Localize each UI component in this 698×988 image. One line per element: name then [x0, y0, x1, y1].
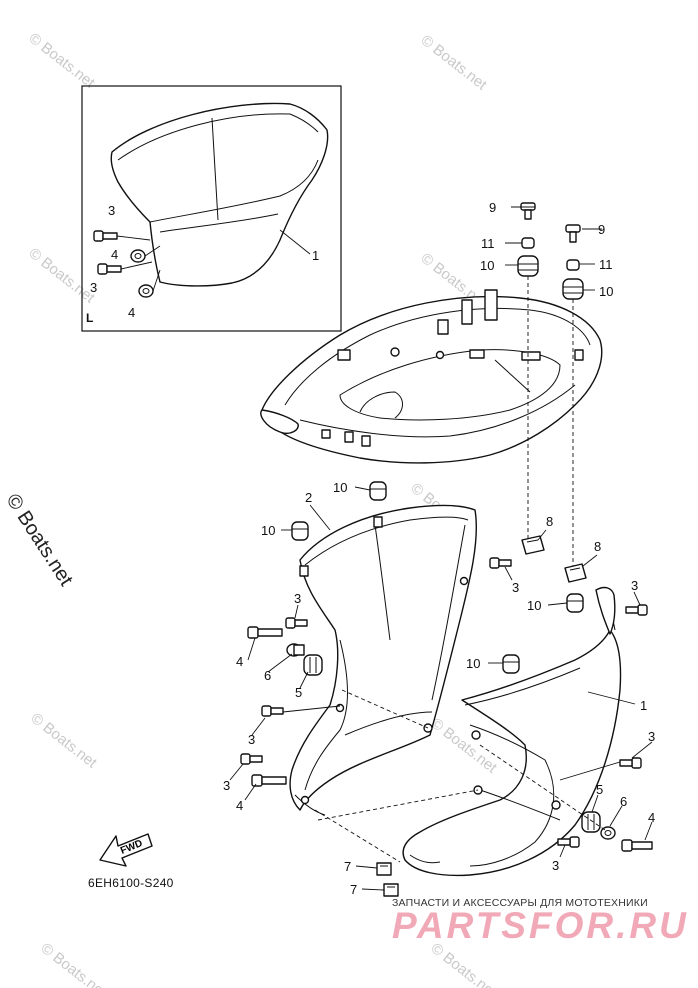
callout-8: 8: [546, 514, 553, 529]
grommet-10: [566, 593, 584, 613]
callout-7: 7: [344, 859, 351, 874]
callout-9: 9: [489, 200, 496, 215]
callout-3: 3: [294, 591, 301, 606]
bolt-3: [285, 617, 308, 629]
callout-3: 3: [90, 280, 97, 295]
inset-detail: [81, 85, 342, 332]
callout-10: 10: [599, 284, 613, 299]
callout-4: 4: [236, 654, 243, 669]
assembly-lines: [314, 276, 606, 863]
bolt-4: [621, 839, 653, 852]
callout-10: 10: [527, 598, 541, 613]
damper-5: [581, 811, 601, 833]
inset-side-label: L: [86, 311, 94, 325]
callout-7: 7: [350, 882, 357, 897]
grommet-10: [369, 481, 387, 501]
collar-11: [521, 237, 535, 249]
callout-11: 11: [481, 236, 495, 251]
collar-6: [286, 643, 305, 657]
callout-3: 3: [552, 858, 559, 873]
grommet-10: [517, 255, 539, 277]
watermark-text: © Boats.net: [28, 710, 101, 772]
watermark-text: © Boats.net: [38, 940, 111, 988]
callout-10: 10: [480, 258, 494, 273]
callout-3: 3: [512, 580, 519, 595]
inset-bolt: [97, 263, 122, 275]
callout-4: 4: [111, 247, 118, 262]
inset-nut: [138, 284, 154, 298]
banner-subtitle: ЗАПЧАСТИ И АКСЕССУАРЫ ДЛЯ МОТОТЕХНИКИ: [392, 897, 648, 909]
bolt-4: [251, 774, 287, 787]
bolt-4: [247, 626, 283, 639]
bottom-cowling-part-2: [289, 504, 478, 816]
bolt-3: [557, 836, 580, 848]
screw-9: [520, 202, 536, 220]
leader-lines: [229, 206, 653, 891]
callout-3: 3: [108, 203, 115, 218]
callout-10: 10: [261, 523, 275, 538]
callout-3: 3: [223, 778, 230, 793]
callout-10: 10: [333, 480, 347, 495]
damper-5: [303, 654, 323, 676]
callout-4: 4: [648, 810, 655, 825]
inset-bottom-cowling-left: [110, 102, 329, 287]
bolt-3: [240, 753, 263, 765]
inset-frame: [81, 85, 342, 332]
callout-6: 6: [620, 794, 627, 809]
callout-5: 5: [596, 782, 603, 797]
bolt-3: [489, 557, 512, 569]
clip-8: [521, 535, 545, 555]
callout-4: 4: [236, 798, 243, 813]
diagram-code: 6EH6100-S240: [88, 876, 174, 890]
screw-9: [565, 224, 581, 243]
callout-8: 8: [594, 539, 601, 554]
clip-7: [376, 862, 392, 876]
callout-3: 3: [631, 578, 638, 593]
bolt-3: [261, 705, 284, 717]
callout-11: 11: [599, 257, 613, 272]
inset-bolt: [93, 230, 118, 242]
watermark-text: © Boats.net: [26, 30, 99, 92]
watermark-text: © Boats.net: [26, 245, 99, 307]
callout-1: 1: [312, 248, 319, 263]
fwd-arrow-icon: FWD: [99, 833, 153, 867]
callout-2: 2: [305, 490, 312, 505]
callout-labels: 3 4 3 4 1 9 9 11 11 10 10 10 2 10 8 8 3 …: [90, 200, 655, 897]
grommet-10: [502, 654, 520, 674]
banner-brand-logo[interactable]: PARTSFOR.RU: [392, 905, 689, 946]
callout-5: 5: [295, 685, 302, 700]
callout-10: 10: [466, 656, 480, 671]
callout-1: 1: [640, 698, 647, 713]
callout-6: 6: [264, 668, 271, 683]
clip-7: [383, 883, 399, 897]
callout-3: 3: [648, 729, 655, 744]
bottom-cowling-part-1: [402, 586, 622, 877]
callout-4: 4: [128, 305, 135, 320]
watermark-text: © Boats.net: [418, 32, 491, 94]
inset-nut: [130, 249, 146, 263]
cowling-base: [260, 289, 603, 464]
bolt-3: [625, 604, 648, 616]
clip-8: [564, 563, 587, 583]
watermark-text: © Boats.net: [428, 715, 501, 777]
collar-11: [566, 259, 580, 271]
callout-9: 9: [598, 222, 605, 237]
grommet-10: [291, 521, 309, 541]
grommet-10: [562, 278, 584, 300]
bolt-3: [619, 757, 642, 769]
callout-3: 3: [248, 732, 255, 747]
